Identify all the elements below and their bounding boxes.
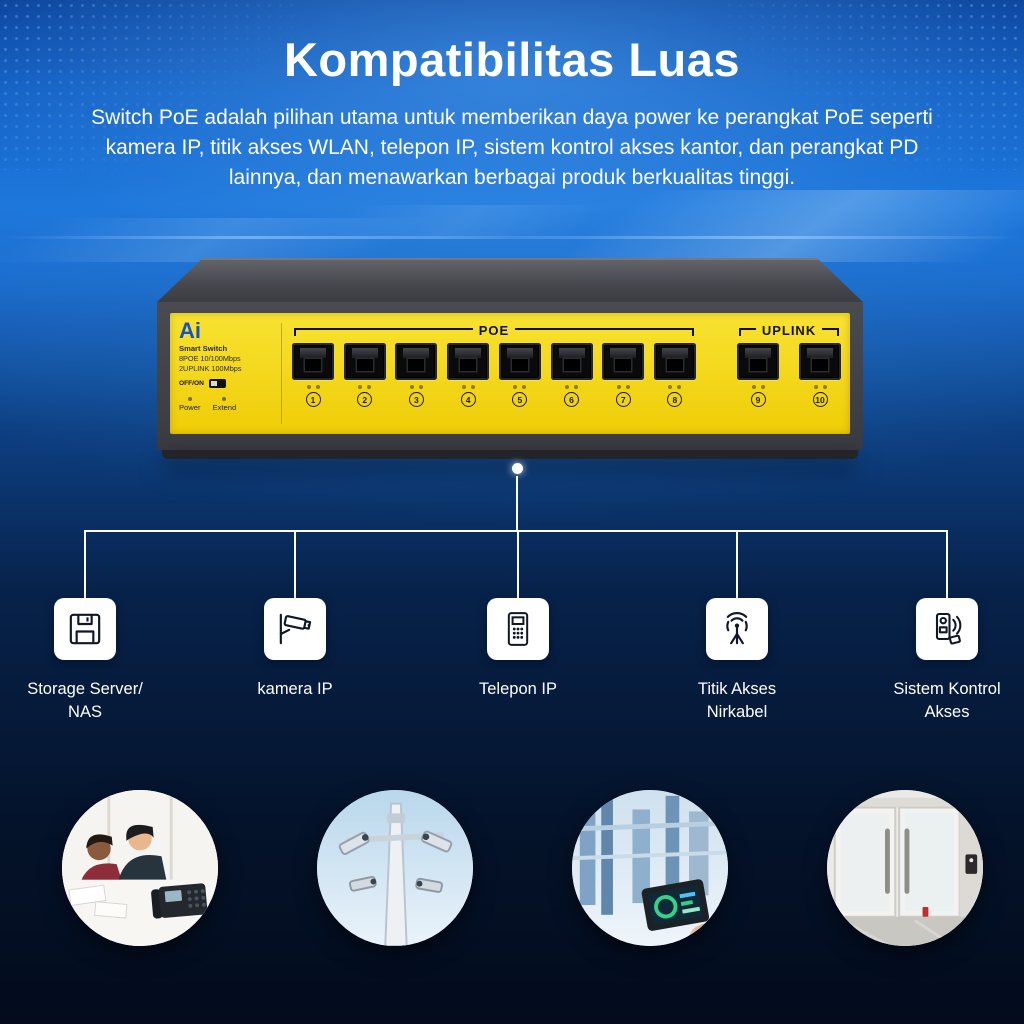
- rj45-port: [602, 343, 645, 380]
- glass-door-access-control-photo: [827, 790, 983, 946]
- office-ip-phone-photo: [62, 790, 218, 946]
- rj45-port: [737, 343, 779, 380]
- poe-number-row: 1 2 3 4 5 6 7 8: [292, 385, 696, 407]
- connector-line: [946, 530, 948, 598]
- device-storage-server: Storage Server/ NAS: [5, 598, 165, 724]
- extend-led: Extend: [213, 397, 236, 412]
- rj45-port: [343, 343, 386, 380]
- panel-divider: [281, 323, 282, 424]
- rj45-port: [653, 343, 696, 380]
- port-number: 10: [812, 392, 828, 407]
- light-beam: [548, 190, 1024, 262]
- dot-pattern-left: [0, 0, 300, 170]
- rj45-port: [395, 343, 438, 380]
- port-number: 3: [408, 392, 424, 407]
- poe-switch-render: Ai Smart Switch 8POE 10/100Mbps 2UPLINK …: [157, 258, 863, 459]
- switch-subtitle: Smart Switch: [179, 344, 228, 353]
- uplink-port-row: [737, 343, 841, 380]
- port-number: 6: [564, 392, 580, 407]
- power-toggle-label: OFF/ON: [179, 380, 204, 388]
- power-led-dot: [187, 397, 192, 402]
- connector-line: [516, 476, 518, 530]
- switch-spec-line2: 2UPLINK 100Mbps: [179, 363, 242, 373]
- switch-base: [162, 450, 858, 459]
- poe-port-row: [292, 343, 696, 380]
- device-access-control: Sistem Kontrol Akses: [867, 598, 1024, 724]
- switch-top-face: [157, 258, 863, 302]
- connector-line: [294, 530, 296, 598]
- device-label: Sistem Kontrol Akses: [893, 680, 1001, 722]
- switch-info-block: Ai Smart Switch 8POE 10/100Mbps 2UPLINK …: [179, 320, 271, 427]
- device-ip-camera: kamera IP: [215, 598, 375, 701]
- switch-spec-line1: 8POE 10/100Mbps: [179, 354, 241, 364]
- connector-line: [84, 530, 86, 598]
- connector-line: [736, 530, 738, 598]
- port-number: 8: [667, 392, 683, 407]
- industrial-automation-photo: [572, 790, 728, 946]
- extend-led-dot: [222, 397, 227, 402]
- cctv-camera-pole-photo: [317, 790, 473, 946]
- rj45-port: [550, 343, 593, 380]
- device-ip-phone: Telepon IP: [438, 598, 598, 701]
- rj45-port: [292, 343, 334, 380]
- uplink-number-row: 9 10: [737, 385, 841, 407]
- port-number: 4: [460, 392, 476, 407]
- uplink-bracket: UPLINK: [739, 323, 840, 338]
- device-label: Titik Akses Nirkabel: [697, 680, 777, 722]
- status-led-row: Power Extend: [179, 397, 271, 412]
- power-toggle-switch: [208, 379, 226, 389]
- port-number: 7: [615, 392, 631, 407]
- device-label: Storage Server/ NAS: [27, 680, 143, 722]
- port-number: 5: [512, 392, 528, 407]
- port-number: 1: [305, 392, 321, 407]
- connector-line: [517, 530, 519, 598]
- uplink-group-label: UPLINK: [761, 323, 817, 338]
- power-toggle-row: OFF/ON: [179, 379, 271, 389]
- poe-port-group: POE: [292, 324, 696, 427]
- device-label: Telepon IP: [479, 680, 557, 698]
- wireless-access-point-icon: [706, 598, 768, 660]
- ip-phone-icon: [487, 598, 549, 660]
- storage-server-icon: [54, 598, 116, 660]
- connector-line: [85, 530, 947, 532]
- page-description: Switch PoE adalah pilihan utama untuk me…: [91, 106, 933, 189]
- rj45-port: [799, 343, 841, 380]
- poe-group-label: POE: [478, 323, 510, 338]
- cctv-camera-icon: [264, 598, 326, 660]
- connector-dot: [512, 463, 523, 474]
- access-control-icon: [916, 598, 978, 660]
- poe-bracket: POE: [294, 324, 694, 337]
- rj45-port: [498, 343, 541, 380]
- power-led: Power: [179, 397, 201, 412]
- light-beam: [305, 205, 615, 239]
- brand-logo: Ai: [179, 318, 201, 343]
- port-number: 9: [750, 392, 766, 407]
- uplink-port-group: UPLINK 9 10: [737, 324, 841, 427]
- switch-yellow-panel: Ai Smart Switch 8POE 10/100Mbps 2UPLINK …: [170, 313, 850, 434]
- dot-pattern-right: [724, 0, 1024, 170]
- light-band: [0, 236, 1024, 239]
- switch-front-face: Ai Smart Switch 8POE 10/100Mbps 2UPLINK …: [157, 302, 863, 450]
- switch-ports-area: POE: [292, 320, 841, 427]
- page-title: Kompatibilitas Luas: [283, 33, 741, 86]
- device-label: kamera IP: [257, 680, 333, 698]
- device-wireless-ap: Titik Akses Nirkabel: [657, 598, 817, 724]
- rj45-port: [447, 343, 490, 380]
- port-number: 2: [357, 392, 373, 407]
